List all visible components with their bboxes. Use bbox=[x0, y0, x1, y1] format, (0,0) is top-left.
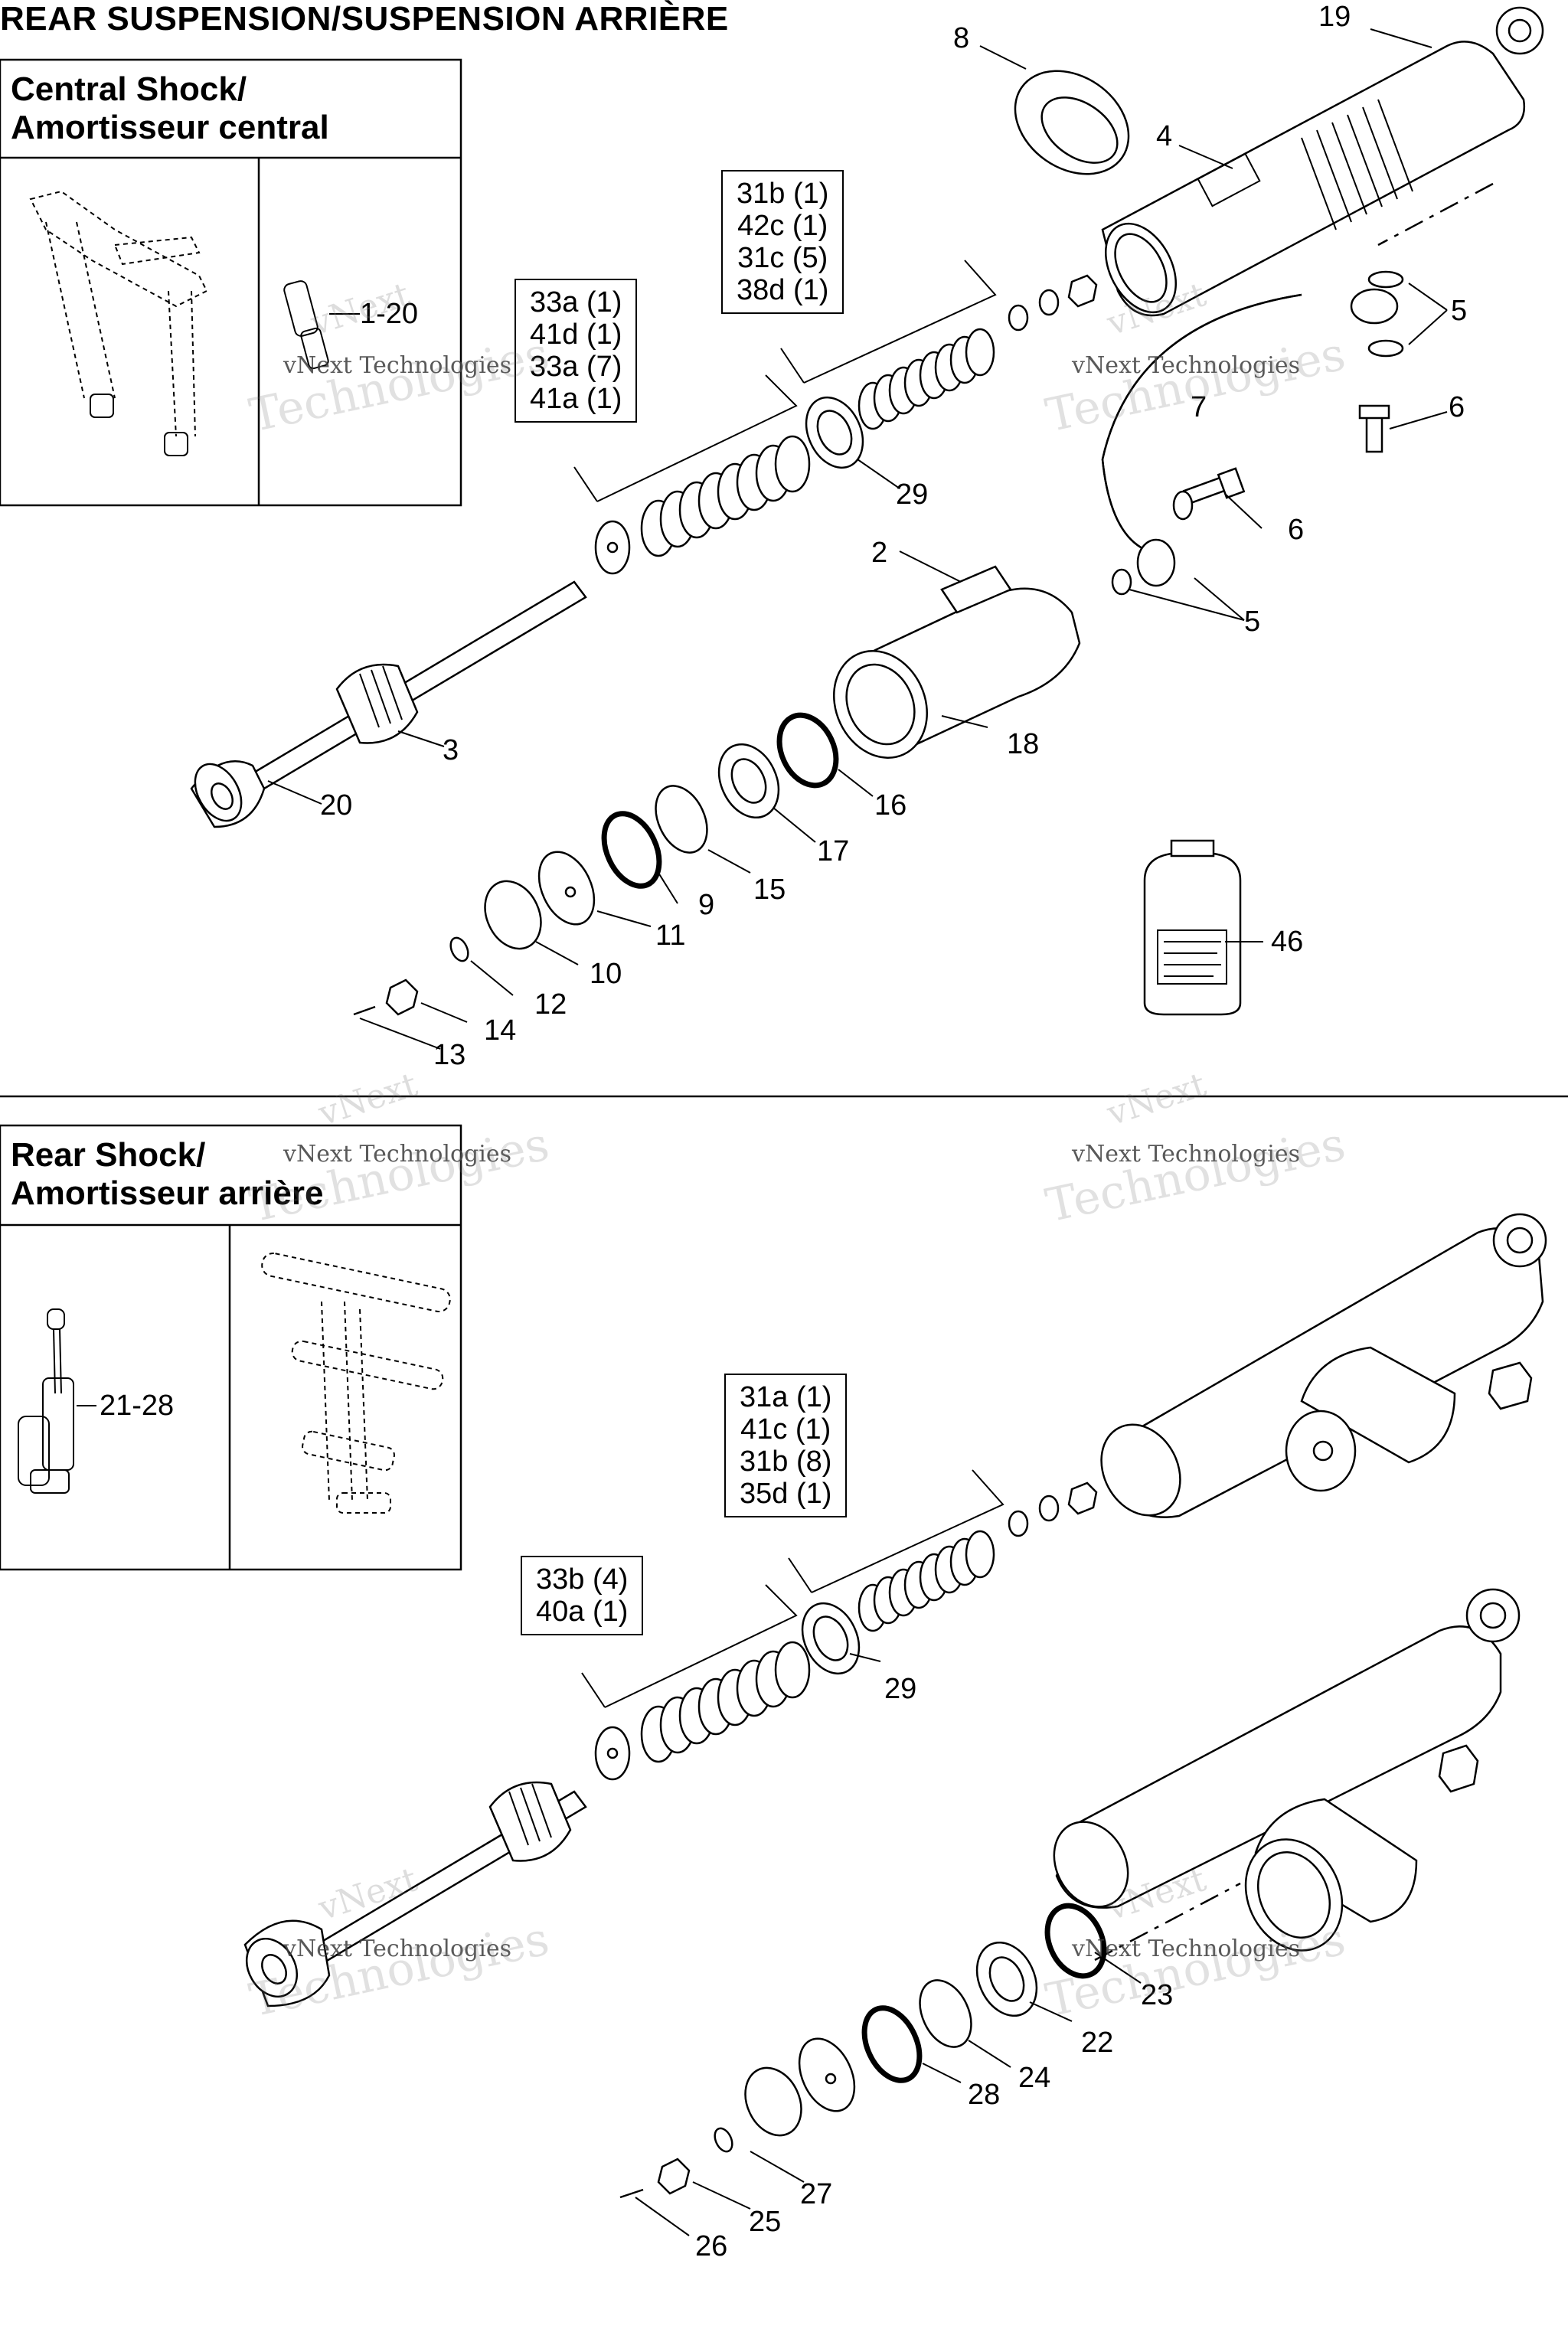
rear-frame-sketch bbox=[261, 1252, 451, 1514]
rear-inset-title: Rear Shock/ Amortisseur arrière bbox=[11, 1136, 323, 1213]
callout-46: 46 bbox=[1271, 926, 1304, 958]
rear-inset-frame bbox=[0, 1124, 462, 1571]
central-inset-shock-sketch bbox=[283, 280, 360, 370]
callout-28: 28 bbox=[968, 2079, 1001, 2111]
callout-20: 20 bbox=[320, 789, 353, 822]
callout-4: 4 bbox=[1156, 120, 1173, 152]
callout-2: 2 bbox=[871, 537, 888, 569]
callout-19: 19 bbox=[1318, 1, 1351, 33]
callout-12: 12 bbox=[534, 988, 567, 1021]
central-inset-callout: 1-20 bbox=[360, 298, 419, 330]
central-title-line2: Amortisseur central bbox=[11, 109, 329, 146]
kit3-line: 35d (1) bbox=[740, 1478, 832, 1510]
spring-kit-box-3: 31a (1) 41c (1) 31b (8) 35d (1) bbox=[724, 1374, 848, 1517]
kit1-line: 33a (1) bbox=[530, 286, 622, 318]
central-title-line1: Central Shock/ bbox=[11, 70, 247, 108]
rear-title-line2: Amortisseur arrière bbox=[11, 1174, 324, 1212]
spring-lower-rear bbox=[594, 1641, 811, 1781]
callout-23: 23 bbox=[1141, 1979, 1174, 2011]
spring-upper bbox=[858, 328, 995, 430]
valving-stack-rear bbox=[619, 1903, 1107, 2199]
callout-25: 25 bbox=[749, 2206, 782, 2238]
callout-29a: 29 bbox=[896, 479, 929, 511]
shaft-3 bbox=[190, 580, 587, 828]
callout-16: 16 bbox=[874, 789, 907, 822]
callout-3: 3 bbox=[443, 734, 459, 766]
callout-13: 13 bbox=[433, 1039, 466, 1071]
kit2-line: 31c (5) bbox=[737, 242, 828, 274]
kit3-line: 31b (8) bbox=[740, 1446, 832, 1478]
kit4-line: 33b (4) bbox=[536, 1563, 629, 1596]
rear-inset-callout: 21-28 bbox=[100, 1390, 175, 1422]
rear-title-line1: Rear Shock/ bbox=[11, 1136, 206, 1174]
banjo-bolt-6 bbox=[1182, 404, 1390, 505]
piston-29-top bbox=[805, 396, 864, 469]
callout-26: 26 bbox=[695, 2230, 728, 2262]
piston-29-rear bbox=[801, 1602, 861, 1675]
callout-11: 11 bbox=[655, 920, 686, 952]
callout-8: 8 bbox=[953, 22, 970, 54]
central-inset-title: Central Shock/ Amortisseur central bbox=[11, 70, 329, 147]
leader-lines-central bbox=[267, 28, 1448, 1050]
kit3-line: 41c (1) bbox=[740, 1413, 831, 1446]
centerline-central bbox=[1377, 182, 1494, 247]
callout-27: 27 bbox=[800, 2178, 833, 2210]
callout-9: 9 bbox=[698, 889, 715, 921]
callout-17: 17 bbox=[817, 835, 850, 867]
kit4-line: 40a (1) bbox=[536, 1596, 629, 1628]
callout-5b: 5 bbox=[1244, 606, 1261, 638]
spring-upper-rear bbox=[858, 1530, 995, 1632]
washers-nut bbox=[1008, 274, 1098, 332]
rear-inset-shock-sketch bbox=[18, 1308, 96, 1494]
callout-14: 14 bbox=[484, 1014, 517, 1047]
rebound-ring-8 bbox=[1014, 70, 1130, 175]
shock-body-19 bbox=[1101, 6, 1544, 317]
callout-22: 22 bbox=[1081, 2027, 1114, 2059]
kit1-line: 33a (7) bbox=[530, 351, 622, 383]
kit1-line: 41d (1) bbox=[530, 318, 622, 351]
callout-29b: 29 bbox=[884, 1673, 917, 1705]
kit2-line: 31b (1) bbox=[737, 178, 829, 210]
kit2-line: 42c (1) bbox=[737, 210, 828, 242]
kit1-line: 41a (1) bbox=[530, 383, 622, 415]
hose-7 bbox=[1101, 288, 1399, 587]
shaft-rear bbox=[243, 1781, 587, 2007]
central-inset-frame bbox=[0, 58, 462, 507]
spring-kit-box-1: 33a (1) 41d (1) 33a (7) 41a (1) bbox=[514, 279, 638, 423]
callout-10: 10 bbox=[590, 958, 622, 990]
rear-shock-assembled bbox=[1100, 1213, 1547, 1518]
central-frame-sketch bbox=[29, 190, 208, 456]
spring-lower bbox=[594, 435, 811, 575]
reservoir-2-18 bbox=[833, 565, 1081, 759]
callout-18: 18 bbox=[1007, 728, 1040, 760]
kit-brackets bbox=[573, 260, 1004, 1708]
callout-6a: 6 bbox=[1449, 391, 1465, 423]
spring-kit-box-2: 31b (1) 42c (1) 31c (5) 38d (1) bbox=[721, 170, 844, 314]
callout-7: 7 bbox=[1191, 391, 1207, 423]
spring-kit-box-4: 33b (4) 40a (1) bbox=[521, 1556, 644, 1635]
centerline-rear bbox=[1094, 1882, 1241, 1962]
kit3-line: 31a (1) bbox=[740, 1381, 832, 1413]
leader-lines-rear bbox=[635, 1653, 1142, 2236]
rear-shock-exploded bbox=[1053, 1588, 1521, 1952]
page-title: REAR SUSPENSION/SUSPENSION ARRIÈRE bbox=[0, 0, 729, 38]
callout-24: 24 bbox=[1018, 2062, 1051, 2094]
oil-bottle-46 bbox=[1143, 839, 1242, 1016]
valving-stack-central bbox=[353, 712, 839, 1016]
callout-6b: 6 bbox=[1288, 514, 1305, 546]
kit2-line: 38d (1) bbox=[737, 274, 829, 306]
callout-5a: 5 bbox=[1451, 295, 1468, 327]
washers-nut-rear bbox=[1008, 1481, 1098, 1537]
copper-washers-5 bbox=[1111, 270, 1404, 596]
callout-15: 15 bbox=[753, 874, 786, 906]
